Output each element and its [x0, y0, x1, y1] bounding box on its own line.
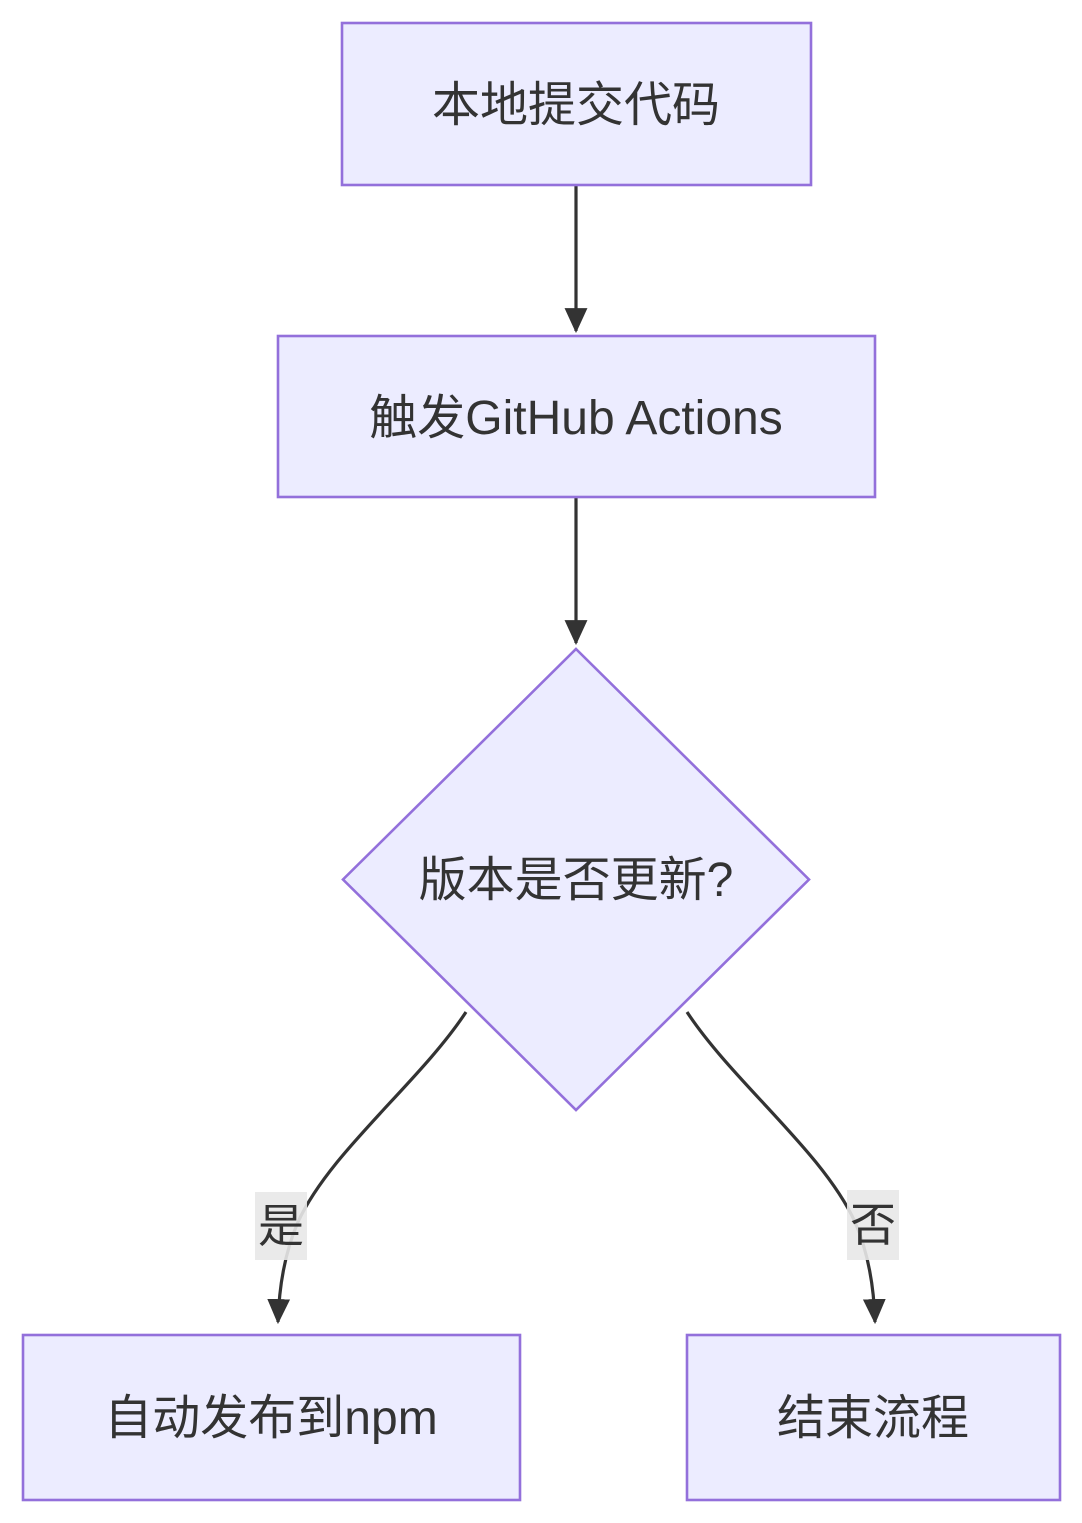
- edge-label-no-bg: [847, 1190, 899, 1260]
- edge-label-yes-bg: [255, 1192, 307, 1260]
- decision-version-check-shape: [341, 647, 811, 1112]
- edge-label-no-text: 否: [850, 1199, 896, 1251]
- node-local-commit: 本地提交代码: [340, 21, 813, 187]
- node-end-flow-shape: [685, 1333, 1062, 1502]
- node-publish-npm-label: 自动发布到npm: [104, 1392, 437, 1445]
- edge-label-no: 否: [847, 1190, 899, 1260]
- edge-decision-yes-to-publish: [267, 1011, 468, 1325]
- edge-decision-no-to-end: [685, 1011, 886, 1325]
- node-trigger-actions: 触发GitHub Actions: [276, 334, 877, 499]
- node-local-commit-label: 本地提交代码: [432, 79, 720, 132]
- edge-label-yes-text: 是: [258, 1200, 304, 1252]
- node-publish-npm-shape: [21, 1333, 522, 1502]
- node-trigger-actions-label: 触发GitHub Actions: [369, 392, 783, 445]
- decision-version-check-label: 版本是否更新?: [419, 854, 734, 907]
- node-local-commit-shape: [340, 21, 813, 187]
- edge-label-yes: 是: [255, 1192, 307, 1260]
- node-end-flow-label: 结束流程: [777, 1392, 969, 1445]
- node-publish-npm: 自动发布到npm: [21, 1333, 522, 1502]
- node-trigger-actions-shape: [276, 334, 877, 499]
- decision-version-check: 版本是否更新?: [341, 647, 811, 1112]
- node-end-flow: 结束流程: [685, 1333, 1062, 1502]
